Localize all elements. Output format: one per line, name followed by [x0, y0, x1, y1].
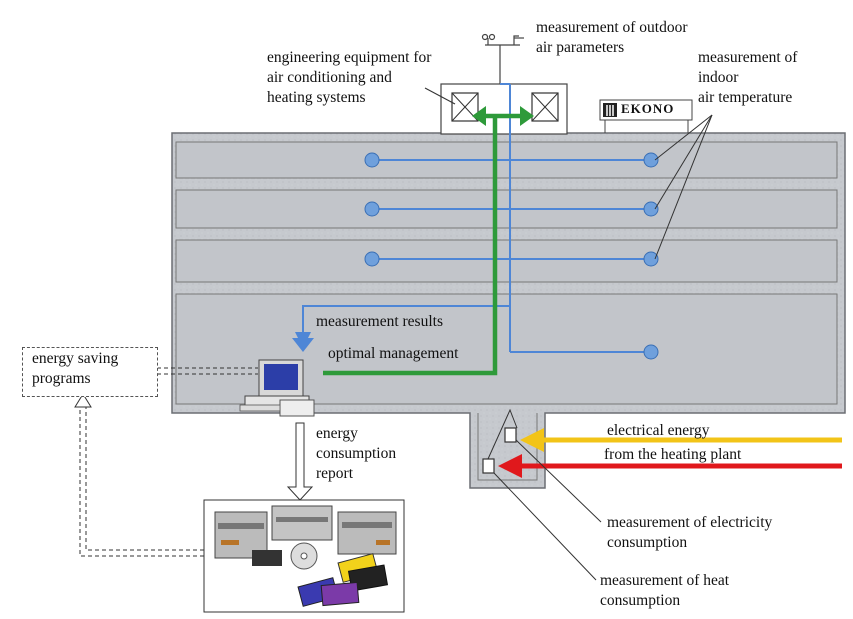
- sensor-icon: [643, 251, 659, 267]
- storage-link: [79, 405, 204, 557]
- floor-3: [175, 239, 838, 283]
- sensor-icon: [643, 201, 659, 217]
- sensor-icon: [364, 251, 380, 267]
- sensor-icon: [364, 201, 380, 217]
- equipment-pointer: [424, 87, 456, 105]
- report-label: energy consumption report: [316, 425, 397, 482]
- programs-link: [157, 367, 258, 375]
- heat-label: measurement of heat consumption: [600, 572, 730, 609]
- storage-devices-icon: [214, 505, 397, 607]
- sensor-icon: [364, 152, 380, 168]
- weather-station-icon: [481, 33, 524, 84]
- heating-plant-label: from the heating plant: [604, 446, 742, 463]
- sensors: [364, 152, 659, 360]
- computer-icon: [239, 359, 315, 417]
- electricity-label: measurement of electricity consumption: [607, 514, 773, 551]
- measurement-lines: [295, 83, 651, 353]
- indoor-label: measurement of indoor air temperature: [698, 49, 798, 106]
- electricity-pointer: [515, 439, 602, 523]
- report-arrow: [286, 422, 314, 501]
- green-arrow-right: [520, 106, 534, 126]
- indoor-pointers: [654, 114, 713, 260]
- heat-pointer: [493, 472, 597, 581]
- brand-label: EKONO: [621, 101, 675, 116]
- sensor-icon: [643, 152, 659, 168]
- results-label: measurement results: [316, 313, 443, 330]
- equipment-label: engineering equipment for air conditioni…: [267, 49, 432, 106]
- results-arrow: [292, 338, 314, 352]
- heat-arrowhead: [498, 454, 522, 478]
- ekono-sign: [599, 99, 693, 133]
- electrical-arrowhead: [520, 428, 544, 452]
- sensor-icon: [643, 344, 659, 360]
- green-arrow-left: [472, 106, 486, 126]
- programs-label: energy saving programs: [32, 350, 119, 387]
- management-label: optimal management: [328, 345, 459, 362]
- electricity-meter-icon: [504, 427, 517, 443]
- heat-meter-icon: [482, 458, 495, 474]
- programs-box: [22, 347, 158, 397]
- programs-arrow: [74, 393, 92, 408]
- electrical-label: electrical energy: [607, 422, 710, 439]
- management-line: [323, 113, 522, 376]
- outdoor-label: measurement of outdoor air parameters: [536, 19, 688, 56]
